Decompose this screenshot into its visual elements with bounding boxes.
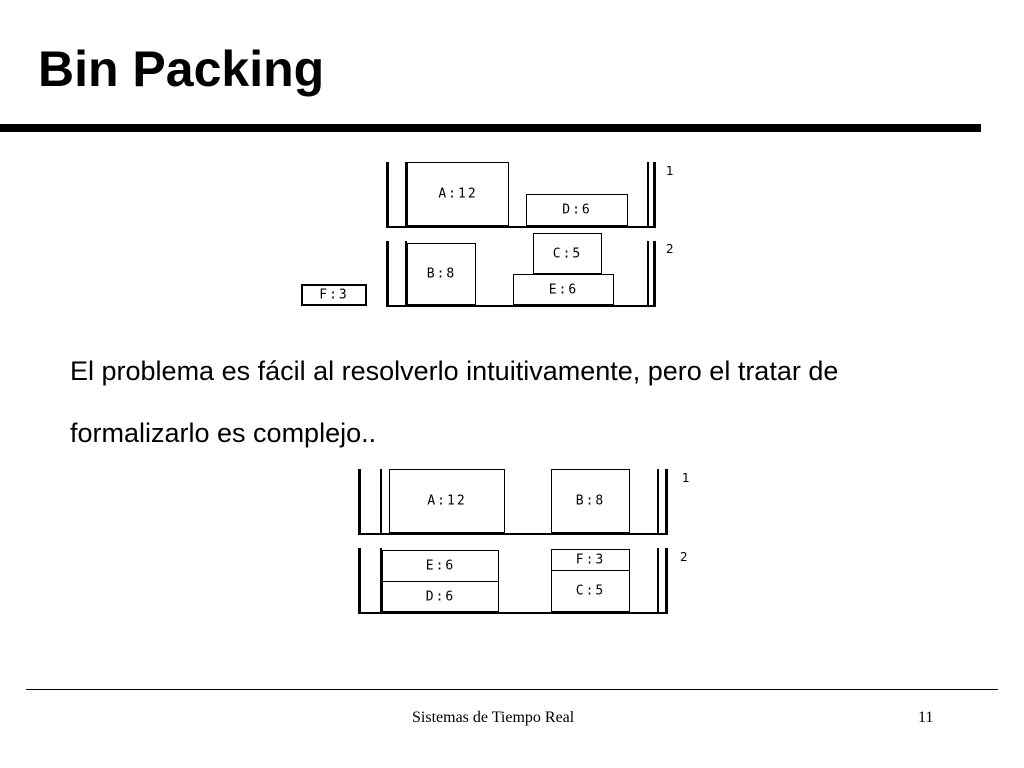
item-box: D:6 (526, 194, 628, 226)
bin-wall-right-inner (647, 162, 649, 228)
page-number: 11 (918, 709, 934, 726)
item-box: C:5 (551, 570, 630, 612)
bin-wall-right-inner (657, 548, 659, 614)
item-label: A:12 (438, 186, 478, 202)
bin-wall-left-inner (405, 162, 407, 228)
item-label: B:8 (426, 266, 457, 282)
bin-floor (358, 612, 668, 614)
item-label: E:6 (425, 558, 456, 574)
body-text: El problema es fácil al resolverlo intui… (70, 356, 839, 448)
slide-title: Bin Packing (38, 41, 325, 97)
item-box: E:6 (382, 550, 499, 582)
bin-wall-left-outer (358, 548, 361, 614)
item-box: A:12 (389, 469, 505, 533)
bin-floor (386, 226, 656, 228)
item-box: C:5 (533, 233, 602, 274)
footer-divider (26, 689, 998, 690)
item-label: D:6 (562, 202, 592, 218)
bin-wall-right-outer (665, 469, 668, 535)
bin-wall-left-outer (358, 469, 361, 535)
bin-wall-left-outer (386, 162, 389, 228)
bin-number: 2 (680, 550, 688, 564)
bin-floor (358, 533, 668, 535)
item-label: F:3 (575, 552, 606, 568)
footer-text: Sistemas de Tiempo Real (412, 709, 575, 726)
bin-number: 2 (666, 242, 674, 256)
bin-number: 1 (666, 164, 674, 178)
unpacked-item-box: F:3 (301, 284, 367, 306)
item-label: F:3 (319, 287, 349, 303)
bin-number: 1 (682, 471, 690, 485)
bin-wall-left-inner (380, 548, 382, 614)
item-label: B:8 (575, 493, 606, 509)
bin-floor (386, 305, 656, 307)
title-divider (0, 124, 981, 132)
bin-wall-right-inner (647, 241, 649, 307)
item-box: B:8 (407, 243, 476, 305)
item-box: F:3 (551, 549, 630, 571)
item-box: D:6 (382, 581, 499, 612)
item-box: A:12 (407, 162, 509, 226)
bin-wall-left-inner (405, 241, 407, 307)
bin-wall-right-outer (665, 548, 668, 614)
item-box: E:6 (513, 274, 614, 305)
bin-wall-right-inner (657, 469, 659, 535)
bin-wall-left-inner (380, 469, 382, 535)
item-label: A:12 (427, 493, 467, 509)
item-box: B:8 (551, 469, 630, 533)
item-label: C:5 (552, 246, 583, 261)
bin-wall-right-outer (653, 162, 656, 228)
bin-wall-right-outer (653, 241, 656, 307)
item-label: C:5 (575, 583, 606, 599)
item-label: D:6 (425, 589, 456, 604)
bin-wall-left-outer (386, 241, 389, 307)
item-label: E:6 (548, 282, 579, 297)
